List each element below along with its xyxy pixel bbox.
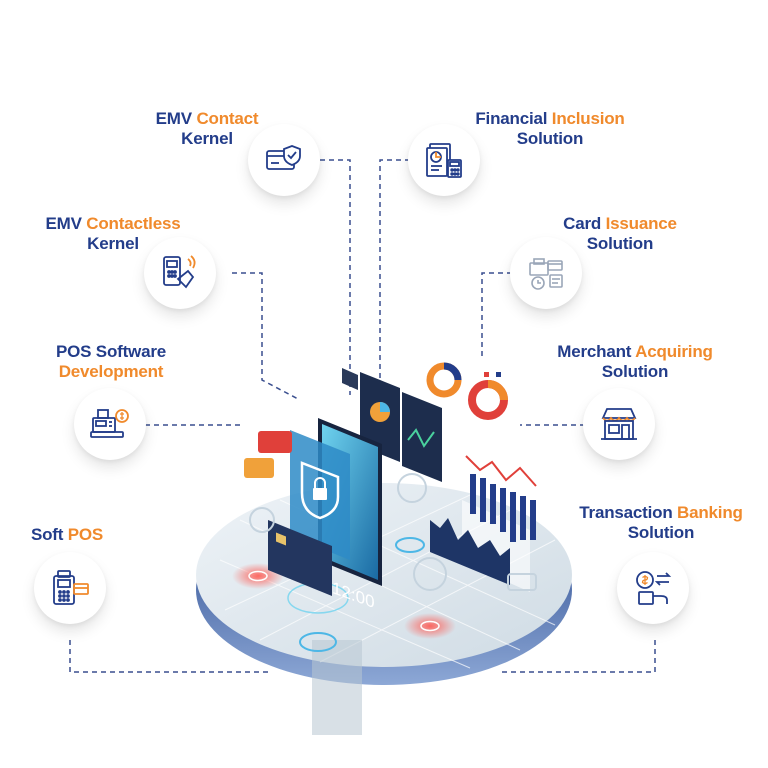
money-transfer-icon (636, 571, 672, 605)
pos-terminal-icon (53, 570, 89, 605)
label-part: Kernel (181, 129, 233, 148)
label-highlight: Development (58, 362, 164, 381)
emv-contactless-icon-circle (144, 237, 216, 309)
label-highlight: Inclusion (551, 109, 625, 128)
label-highlight: POS (67, 525, 104, 544)
donut-charts (426, 362, 508, 420)
connector-lines (69, 159, 656, 673)
connector-transaction (500, 640, 656, 673)
pos-software-label: POS Software Development (36, 342, 186, 382)
light-beam (312, 640, 362, 735)
label-highlight: Contactless (86, 214, 181, 233)
connector-financial (379, 159, 410, 395)
card-printer-icon (529, 258, 563, 290)
card-issuance-icon-circle (510, 237, 582, 309)
dashboard-panels (342, 368, 442, 482)
label-part: Solution (627, 523, 695, 542)
platform-icons (249, 473, 537, 591)
emv-contact-icon-circle (248, 124, 320, 196)
label-highlight: Issuance (605, 214, 677, 233)
label-part: Solution (601, 362, 669, 381)
label-part: Solution (586, 234, 654, 253)
connector-emv-contactless (232, 272, 301, 401)
security-panel (290, 430, 350, 560)
label-part: Solution (516, 129, 584, 148)
label-highlight: Acquiring (635, 342, 713, 361)
label-part: Soft (30, 525, 68, 544)
pos-register-icon (90, 409, 129, 438)
label-part: Kernel (87, 234, 139, 253)
merchant-acquiring-label: Merchant Acquiring Solution (545, 342, 725, 382)
storefront-icon (601, 408, 637, 440)
label-part: EMV (45, 214, 87, 233)
financial-inclusion-label: Financial Inclusion Solution (460, 109, 640, 149)
label-part: EMV (155, 109, 197, 128)
label-highlight: Banking (677, 503, 743, 522)
analytics-charts (430, 455, 537, 592)
transaction-banking-label: Transaction Banking Solution (566, 503, 756, 543)
merchant-acquiring-icon-circle (583, 388, 655, 460)
connector-soft-pos (69, 640, 270, 673)
label-part: Transaction (579, 503, 678, 522)
label-part: Merchant (557, 342, 636, 361)
label-part: Financial (475, 109, 552, 128)
label-part: POS Software (55, 342, 167, 361)
chat-bubbles (244, 431, 292, 478)
label-part: Card (563, 214, 606, 233)
connector-card-issuance (481, 272, 512, 360)
soft-pos-label: Soft POS (22, 525, 112, 545)
label-highlight: Contact (196, 109, 259, 128)
financial-inclusion-icon-circle (408, 124, 480, 196)
emv-contact-label: EMV Contact Kernel (142, 109, 272, 149)
contactless-payment-icon (163, 255, 196, 289)
payment-card (268, 520, 332, 596)
connector-emv-contact (320, 159, 351, 395)
soft-pos-icon-circle (34, 552, 106, 624)
card-issuance-label: Card Issuance Solution (550, 214, 690, 254)
emv-contactless-label: EMV Contactless Kernel (28, 214, 198, 254)
transaction-banking-icon-circle (617, 552, 689, 624)
financial-documents-icon (426, 143, 462, 178)
pos-software-icon-circle (74, 388, 146, 460)
card-shield-icon (266, 145, 301, 170)
